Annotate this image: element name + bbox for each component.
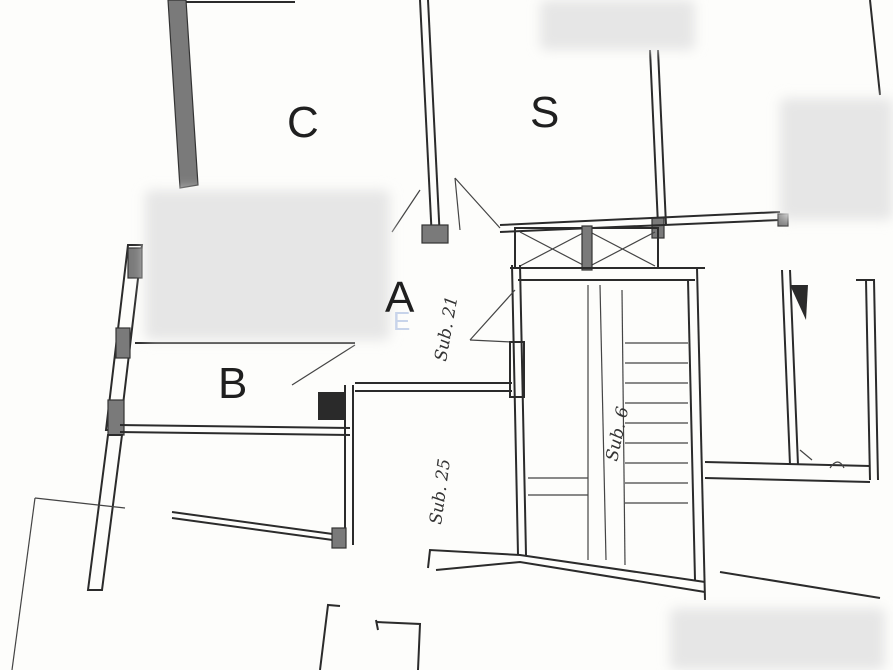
wall-bottom-stair: [427, 548, 881, 599]
wall-room-c-left: [167, 0, 295, 189]
outline-lower-left: [11, 497, 126, 670]
wall-room-s-right: [649, 49, 667, 239]
annotation-sub6: Sub. 6: [602, 405, 633, 463]
wall-lower-partition: [171, 511, 347, 549]
annotation-sub25: Sub. 25: [426, 458, 455, 526]
stairwell-walls: [510, 264, 706, 601]
room-label-s: S: [530, 88, 559, 137]
room-label-c: C: [287, 98, 319, 147]
annotation-sub21: Sub. 21: [431, 294, 462, 362]
wall-right-top: [869, 0, 881, 96]
stair-landing-crossed: [514, 225, 659, 271]
door-bottom: [319, 603, 422, 670]
redacted-patches: [145, 0, 893, 670]
wall-room-b: [119, 342, 356, 545]
door-swing-c-s: [391, 177, 501, 233]
door-stair-entry: [469, 289, 525, 398]
stair-treads: [528, 284, 688, 566]
room-label-b: B: [218, 359, 247, 408]
wall-right-side: [704, 269, 879, 483]
wall-exterior-left: [86, 244, 144, 591]
room-label-a: A: [385, 273, 415, 322]
wall-partition-c-s: [419, 0, 449, 244]
faint-mark: E: [393, 306, 410, 336]
wall-corridor: [355, 382, 512, 392]
